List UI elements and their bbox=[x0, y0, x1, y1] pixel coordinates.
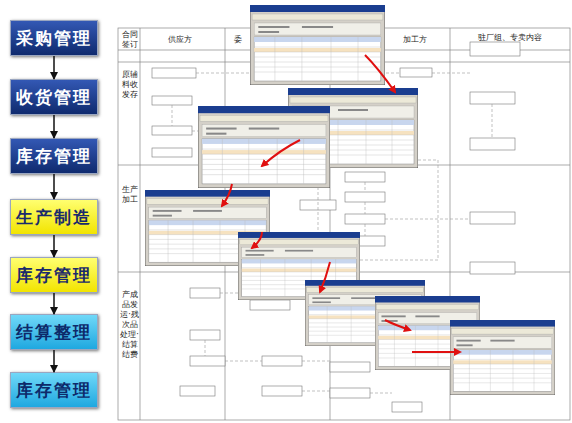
box-text: 库存管理 bbox=[16, 145, 92, 168]
lane-label: 驻厂组、专卖内容 bbox=[455, 33, 565, 43]
box-text: 生产制造 bbox=[16, 206, 92, 229]
box-text: 结算整理 bbox=[16, 321, 92, 344]
flow-arrow bbox=[53, 115, 55, 138]
screenshot bbox=[198, 106, 330, 188]
flow-arrow bbox=[53, 293, 55, 314]
box-text: 库存管理 bbox=[16, 379, 92, 402]
screenshot-windows bbox=[145, 5, 555, 395]
process-box: 库存管理 bbox=[10, 372, 98, 408]
lane-label: 生产加工 bbox=[119, 185, 140, 205]
red-arrows bbox=[222, 55, 460, 352]
lane-label: 供应方 bbox=[150, 35, 210, 45]
lane-label: 原辅料收发存 bbox=[119, 70, 140, 100]
process-box: 结算整理 bbox=[10, 314, 98, 350]
box-text: 库存管理 bbox=[16, 264, 92, 287]
swimlane-frame bbox=[118, 28, 570, 420]
screenshot bbox=[450, 320, 555, 395]
lane-label: 加工方 bbox=[395, 35, 435, 45]
flow-arrow bbox=[53, 235, 55, 257]
lane-label: 委 bbox=[228, 35, 248, 45]
box-text: 采购管理 bbox=[16, 27, 92, 50]
screenshot bbox=[250, 5, 385, 85]
process-box: 生产制造 bbox=[10, 199, 98, 235]
flow-arrow bbox=[53, 56, 55, 79]
process-box: 库存管理 bbox=[10, 138, 98, 174]
process-box: 库存管理 bbox=[10, 257, 98, 293]
box-text: 收货管理 bbox=[16, 86, 92, 109]
process-box: 采购管理 bbox=[10, 20, 98, 56]
flow-arrow bbox=[53, 174, 55, 199]
lane-label: 产成品发运·残次品处理·结算结费 bbox=[119, 290, 140, 360]
lane-label: 合同签订 bbox=[119, 30, 140, 50]
flow-arrow bbox=[53, 350, 55, 372]
process-box: 收货管理 bbox=[10, 79, 98, 115]
